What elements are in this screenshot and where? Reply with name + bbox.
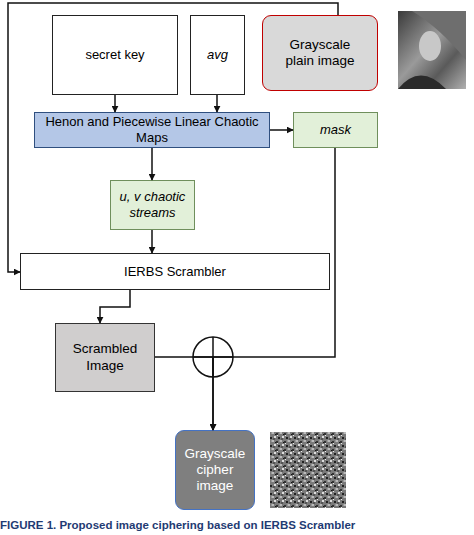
process-box: avg (190, 15, 245, 95)
plain-image-illustration (398, 11, 466, 89)
cipher-image-illustration (270, 432, 346, 508)
flow-arrow (151, 230, 153, 253)
node-label: Henon and Piecewise Linear Chaotic Maps (35, 114, 269, 145)
node-label: secret key (85, 47, 144, 63)
process-box: IERBS Scrambler (20, 253, 330, 290)
process-box: u, v chaotic streams (110, 180, 195, 230)
xor-symbol (193, 337, 233, 377)
flow-arrow (151, 148, 153, 180)
flow-arrow (114, 95, 116, 112)
process-box: mask (293, 112, 378, 148)
process-box: Scrambled Image (55, 323, 155, 392)
process-box: Henon and Piecewise Linear Chaotic Maps (34, 112, 270, 148)
node-label: Grayscale cipher image (180, 446, 250, 495)
process-box: Grayscale cipher image (175, 430, 255, 510)
flow-arrow (270, 129, 293, 131)
node-label: u, v chaotic streams (111, 189, 194, 220)
node-label: Scrambled Image (70, 341, 140, 373)
node-label: mask (320, 122, 351, 138)
figure-caption: FIGURE 1. Proposed image ciphering based… (0, 519, 474, 531)
process-box: Grayscale plain image (262, 15, 378, 91)
node-label: IERBS Scrambler (124, 264, 226, 280)
flow-arrow (216, 95, 218, 112)
flow-arrow (100, 290, 130, 323)
process-box: secret key (52, 15, 178, 95)
flow-arrow (155, 357, 213, 430)
node-label: avg (207, 47, 228, 63)
node-label: Grayscale plain image (277, 37, 363, 69)
